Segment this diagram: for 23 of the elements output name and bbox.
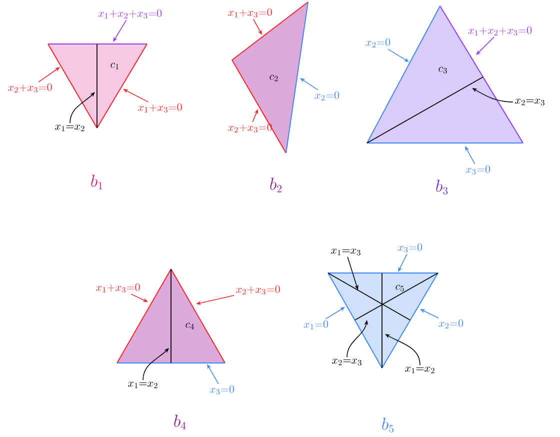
leader-arrow — [70, 92, 95, 124]
panel-label: $b_1$ — [91, 174, 102, 190]
line-label: $x_1=x_2$ — [128, 382, 158, 388]
line-label: $x_3=0$ — [466, 165, 490, 175]
line-label: $x_1=x_2$ — [405, 366, 434, 374]
leader-arrow — [476, 36, 494, 55]
line-label: $x_2=0$ — [314, 91, 340, 100]
leader-arrow — [38, 67, 60, 82]
panel-label: $b_4$ — [174, 414, 186, 430]
line-label: $x_2=0$ — [366, 38, 390, 48]
panel-label: $b_2$ — [270, 178, 282, 192]
line-label: $x_1+x_2+x_3=0$ — [98, 9, 162, 19]
line-label: $x_1=x_3$ — [331, 248, 360, 256]
line-label: $x_2+x_3=0$ — [236, 285, 280, 295]
line-label: $x_2=0$ — [438, 319, 464, 328]
panel-label: $b_5$ — [382, 418, 394, 433]
line-label: $x_3=0$ — [398, 243, 422, 253]
line-label: $x_3=0$ — [210, 385, 234, 395]
line-label: $x_1=0$ — [304, 320, 328, 330]
panel-label: $b_3$ — [436, 180, 448, 195]
line-label: $x_1=x_2$ — [55, 124, 84, 132]
line-label: $x_2=x_3$ — [332, 358, 362, 366]
leader-arrow — [142, 348, 169, 381]
